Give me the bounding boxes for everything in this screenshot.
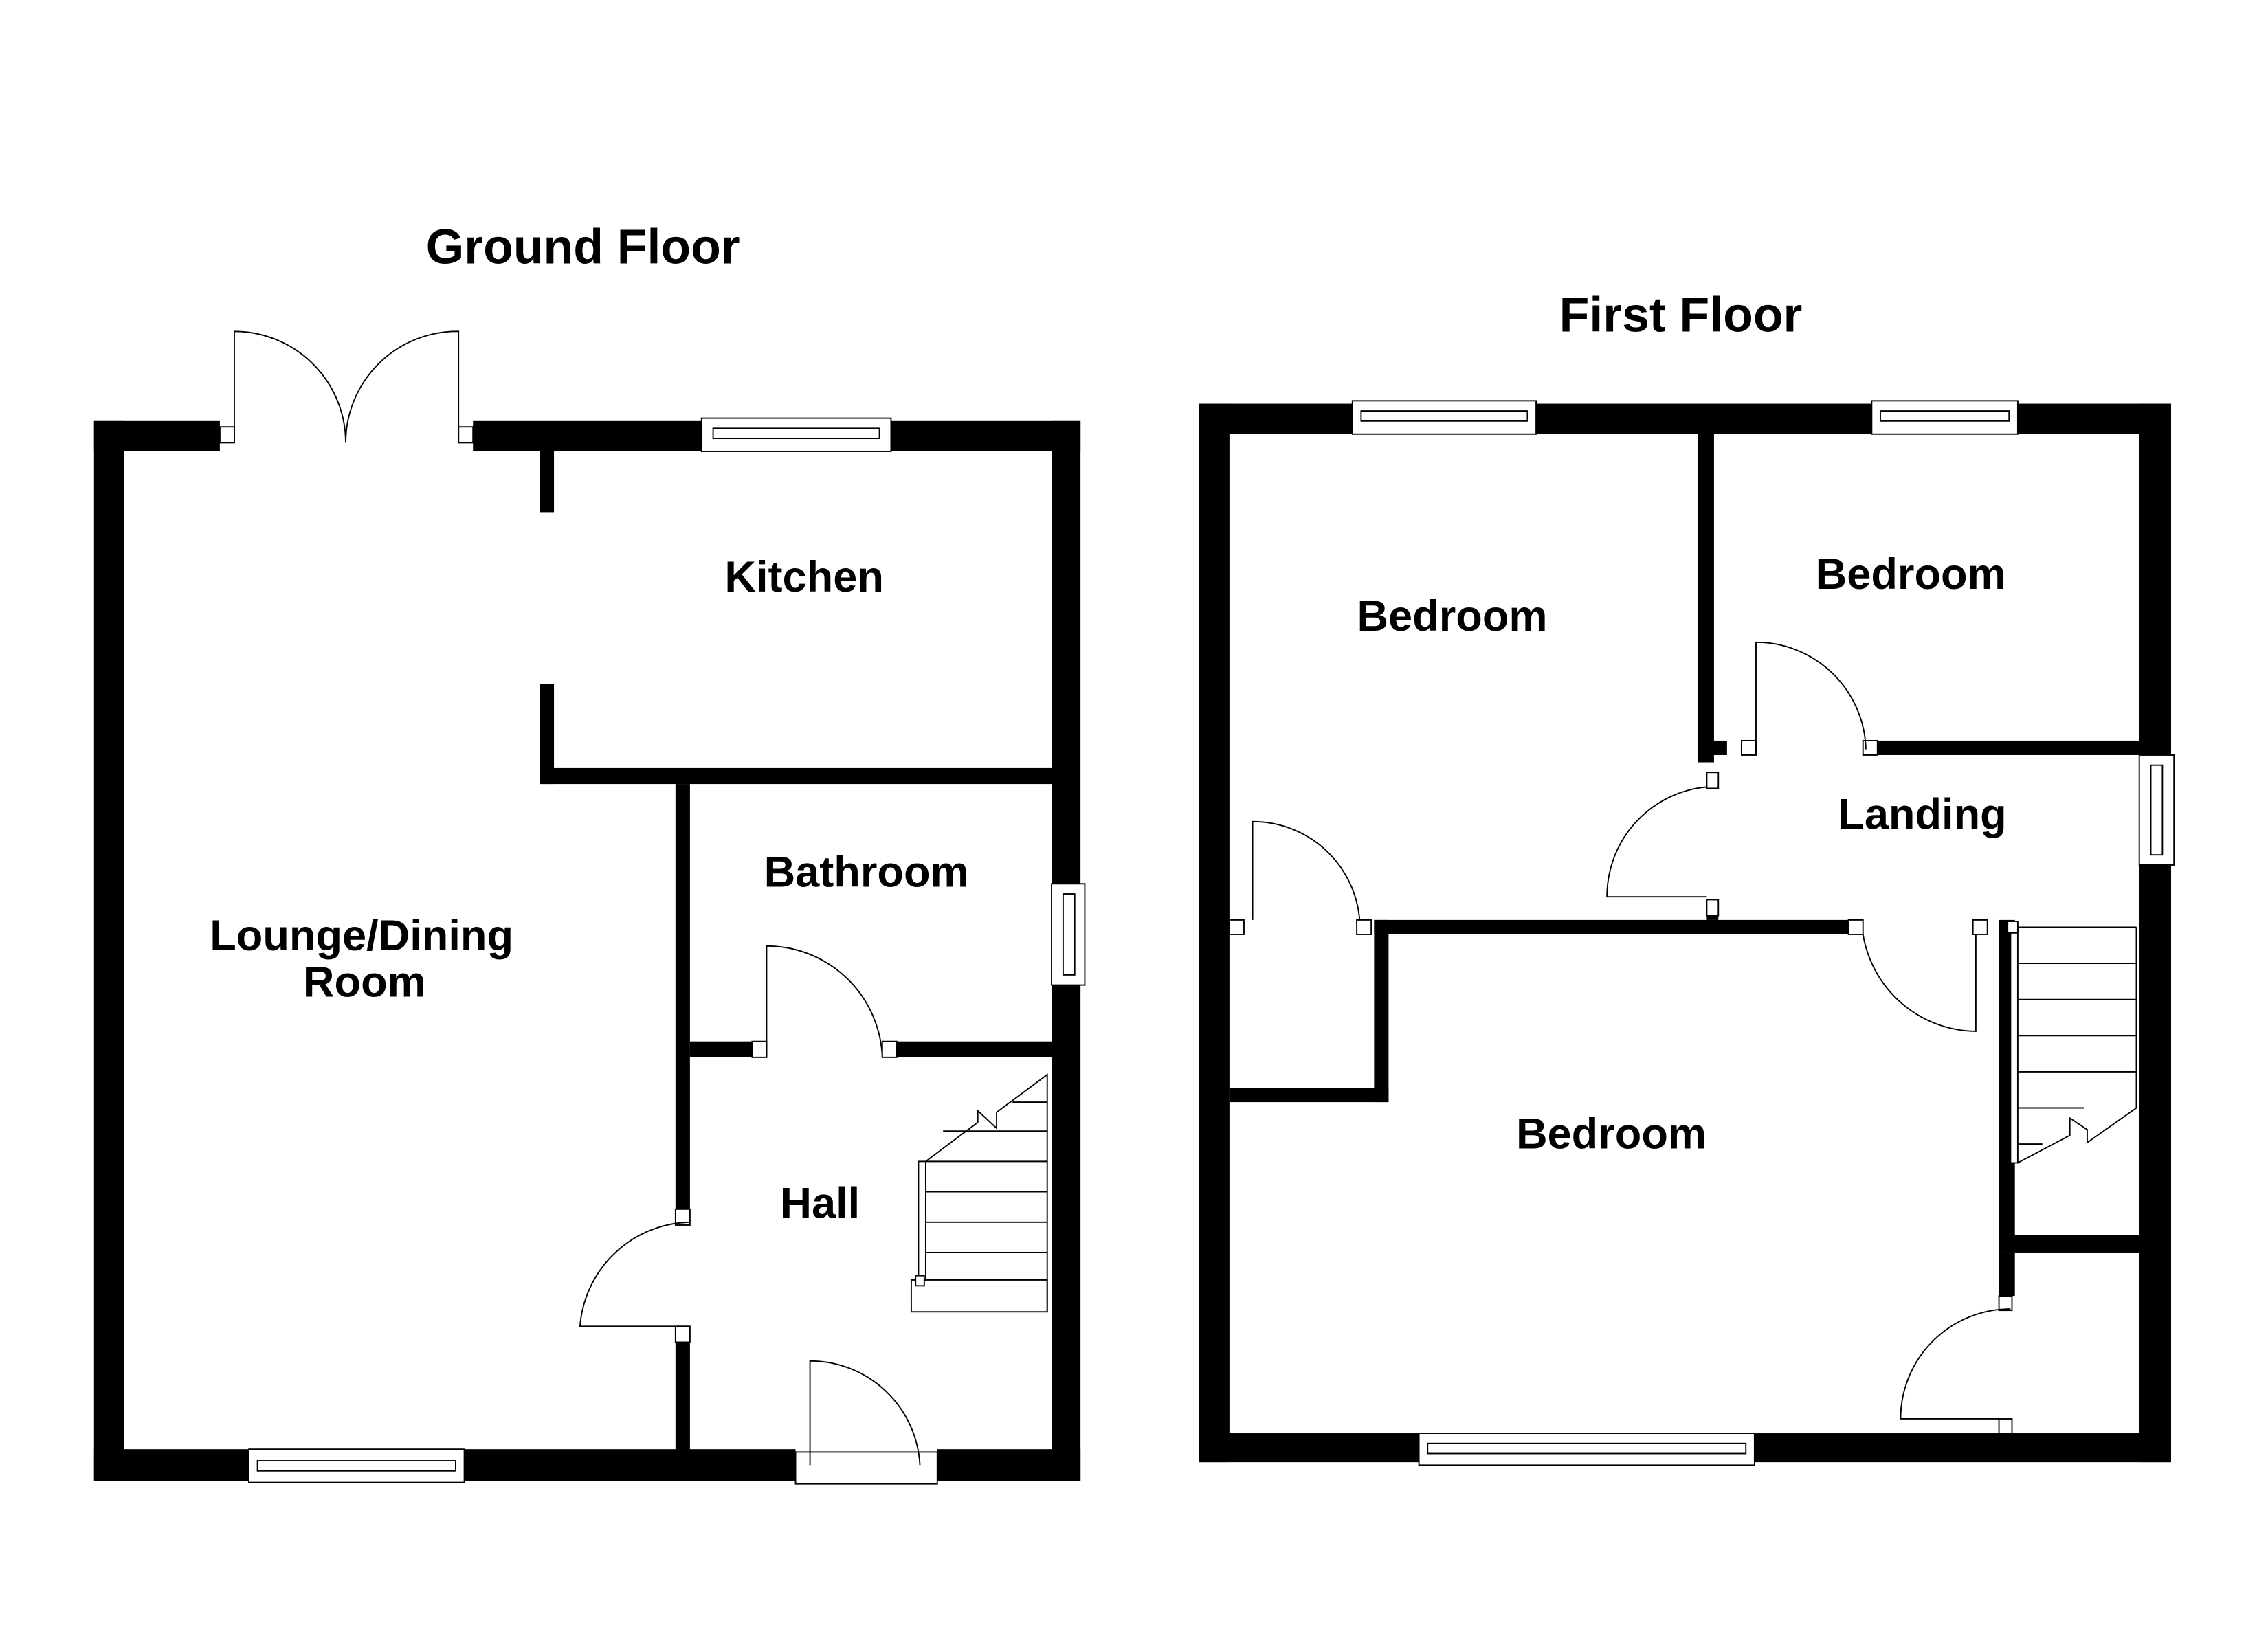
staircase (910, 1073, 1048, 1313)
wall (540, 767, 1052, 785)
wall (1999, 1235, 2139, 1253)
room-label-kitchen: Kitchen (724, 553, 883, 601)
lounge-door (579, 1208, 691, 1343)
wall (937, 1449, 1081, 1481)
wall (1199, 403, 1230, 1463)
ground-floor-plan: Ground Floor (93, 219, 1086, 1485)
wall (1229, 1088, 1389, 1103)
wall (93, 420, 124, 1481)
wall (2139, 403, 2171, 755)
lounge-window (248, 1448, 465, 1483)
wall (1199, 1433, 1419, 1463)
bedroom-window (1351, 400, 1537, 435)
wall (540, 684, 555, 785)
wall (1374, 919, 1389, 1103)
room-label-bedroom-2: Bedroom (1816, 550, 2006, 598)
bathroom-window (1051, 883, 1086, 986)
wall (540, 451, 555, 513)
wall (473, 420, 702, 452)
room-label-lounge-line2: Room (303, 958, 426, 1006)
room-label-bathroom: Bathroom (764, 848, 969, 896)
wall (1698, 740, 1727, 755)
wall (1052, 420, 1081, 884)
bedroom-window (1871, 400, 2019, 435)
wall (689, 1041, 753, 1057)
landing-window (2138, 754, 2175, 866)
bedroom-door (1740, 641, 1878, 756)
room-label-bedroom-1: Bedroom (1357, 592, 1547, 640)
wall (896, 1041, 1052, 1057)
wall (675, 1342, 690, 1458)
wall (1536, 403, 1872, 434)
wall (1698, 434, 1714, 763)
wall (93, 1449, 249, 1481)
front-door (794, 1360, 938, 1485)
room-label-hall: Hall (780, 1179, 860, 1227)
first-floor-title: First Floor (1559, 287, 1803, 342)
cupboard-door (1900, 1295, 2013, 1434)
bedroom-door (1606, 772, 1720, 917)
wall (2139, 864, 2171, 1463)
ground-floor-title: Ground Floor (426, 219, 740, 274)
room-label-landing: Landing (1838, 790, 2006, 838)
cupboard-door (1228, 820, 1372, 935)
wall (891, 420, 1081, 452)
french-doors (219, 330, 474, 444)
wall (1999, 1252, 2015, 1297)
bedroom-window (1418, 1433, 1755, 1466)
wall (464, 1449, 796, 1481)
room-label-lounge-line1: Lounge/Dining (210, 912, 513, 960)
wall (1754, 1433, 2171, 1463)
bedroom-door (1847, 919, 1988, 1032)
wall (1052, 985, 1081, 1481)
staircase (2007, 921, 2137, 1164)
wall (1374, 919, 1852, 934)
room-label-bedroom-3: Bedroom (1516, 1110, 1706, 1158)
bathroom-door (751, 945, 898, 1058)
kitchen-window (700, 417, 892, 452)
wall (1874, 740, 2139, 755)
wall (675, 784, 690, 1209)
first-floor-plan: First Floor (1199, 287, 2175, 1466)
